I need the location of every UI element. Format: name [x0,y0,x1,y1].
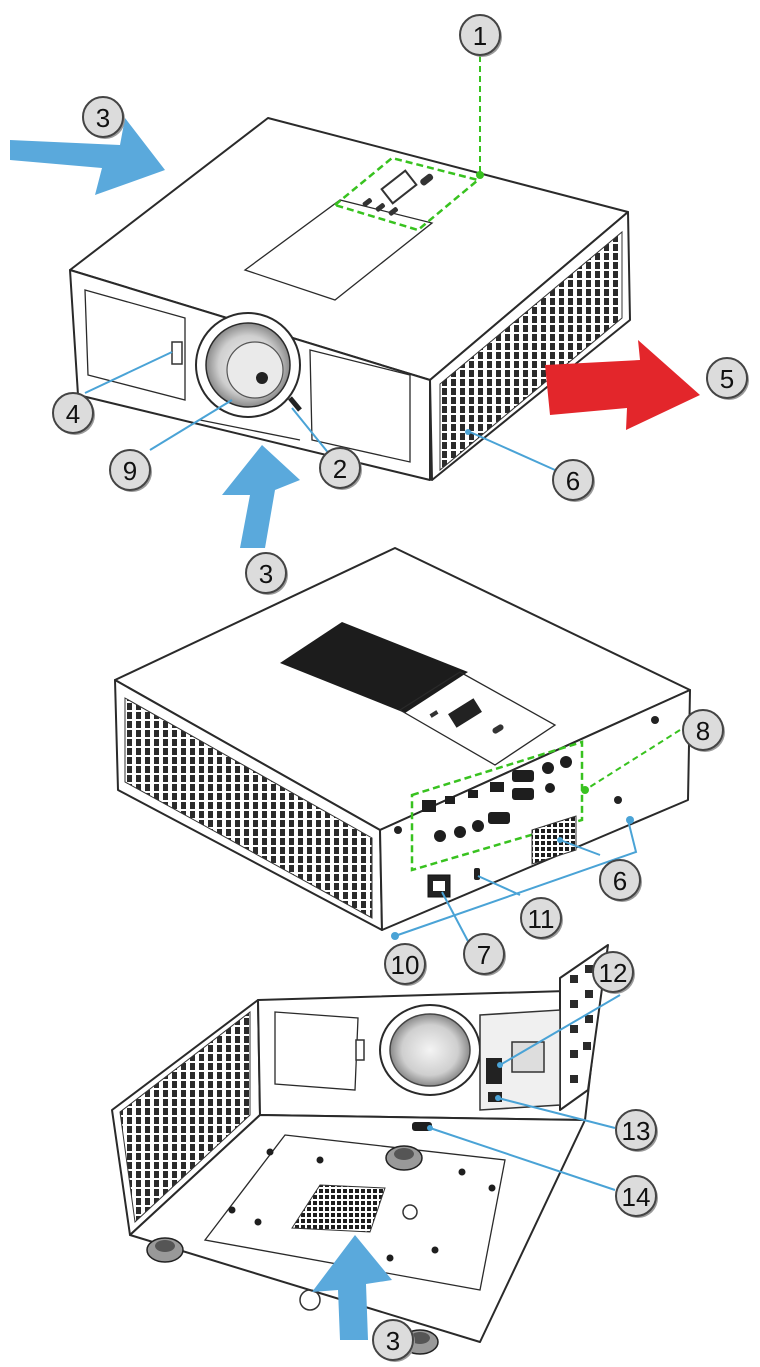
callout-label: 2 [333,454,347,484]
callout-c6b: 6 [600,860,642,902]
callout-c9: 9 [110,450,152,492]
callout-c12: 12 [593,952,635,994]
ir-receiver-front [172,342,182,364]
lens [196,313,300,417]
lamp-screw [486,1058,502,1084]
callout-c3a: 3 [83,97,125,139]
callout-label: 11 [528,904,555,934]
callout-label: 12 [599,958,628,988]
lamp-handle [512,1042,544,1072]
callout-label: 1 [473,21,487,51]
callout-label: 4 [66,399,80,429]
callout-label: 6 [613,866,627,896]
callout-label: 13 [622,1116,651,1146]
callout-label: 7 [477,940,491,970]
callout-label: 14 [622,1182,651,1212]
callout-c6a: 6 [553,460,595,502]
callout-label: 6 [566,466,580,496]
callout-c11: 11 [521,898,563,940]
callout-c8: 8 [683,710,725,752]
callout-c2: 2 [320,448,362,490]
callout-c5: 5 [707,358,749,400]
bottom-lens [380,1005,480,1095]
callout-label: 3 [96,103,110,133]
callout-c7: 7 [464,934,506,976]
callout-c13: 13 [616,1110,658,1152]
callout-c3b: 3 [246,553,288,595]
callout-label: 8 [696,716,710,746]
callout-c3c: 3 [373,1320,415,1362]
callout-label: 9 [123,456,137,486]
callout-c10: 10 [385,944,427,986]
security-lock-slot [474,868,480,880]
callout-c4: 4 [53,393,95,435]
callout-c14: 14 [616,1176,658,1218]
callout-label: 10 [391,950,420,980]
callout-label: 3 [386,1326,400,1356]
callout-c1: 1 [460,15,502,57]
callout-label: 3 [259,559,273,589]
callout-label: 5 [720,364,734,394]
airflow-intake-arrow-bottom [222,445,300,548]
